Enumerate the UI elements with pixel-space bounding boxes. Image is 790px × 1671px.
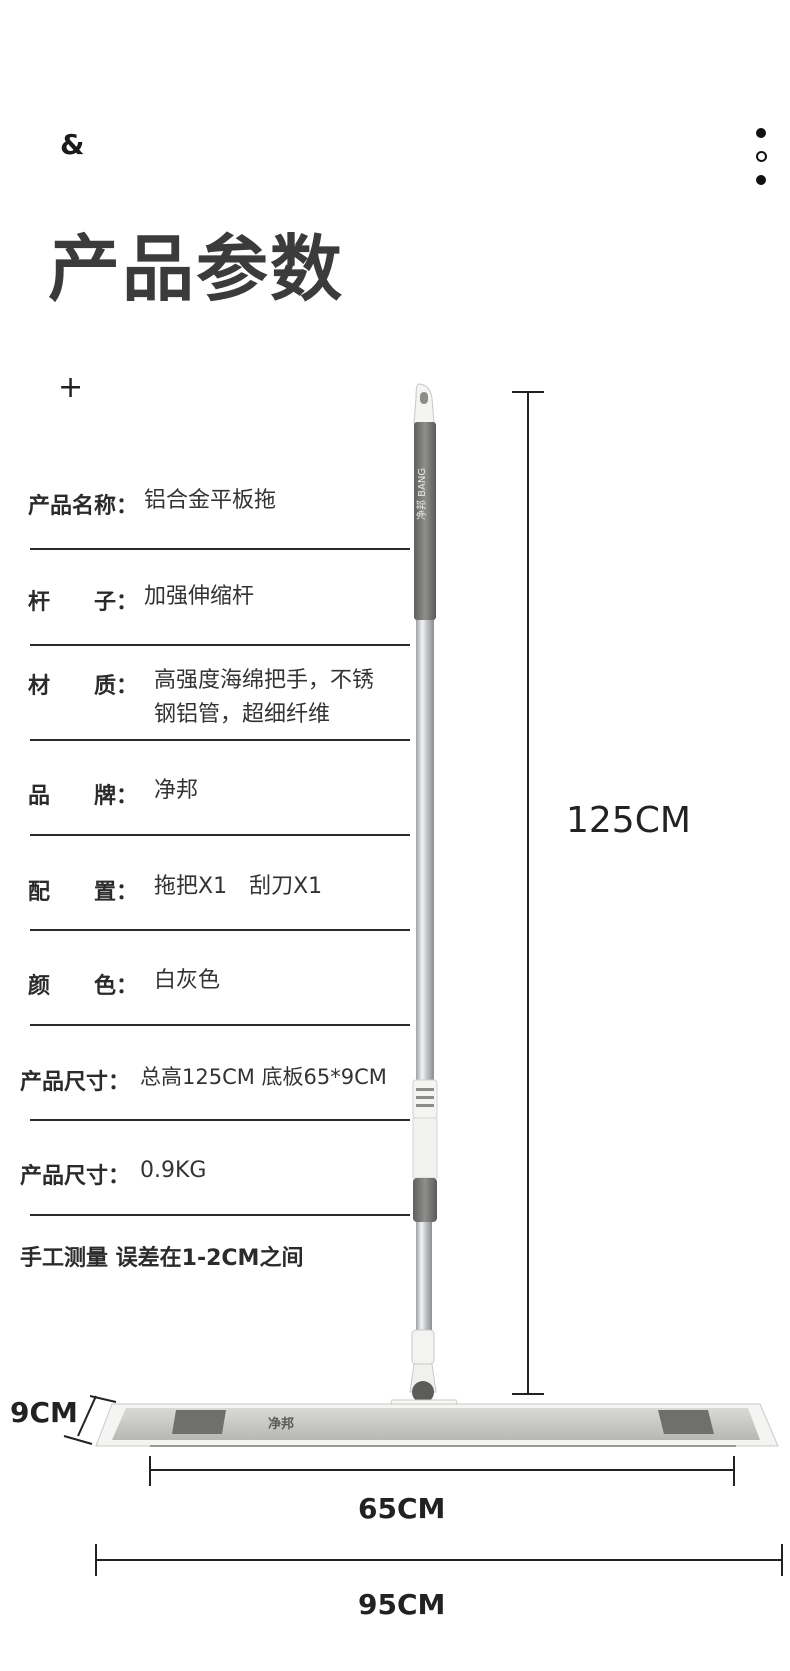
divider <box>30 739 410 741</box>
base-brand: 净邦 <box>268 1416 294 1432</box>
full-length-label: 95CM <box>358 1588 446 1621</box>
spec-label: 配 置： <box>28 880 139 905</box>
spec-value: 白灰色 <box>154 968 221 993</box>
divider <box>30 644 410 646</box>
divider <box>30 834 410 836</box>
full-length-dimension <box>95 1544 783 1576</box>
mop-base <box>95 1403 779 1447</box>
spec-label: 颜 色： <box>28 974 139 999</box>
spec-label: 产品尺寸： <box>20 1070 131 1095</box>
spec-value: 拖把X1 刮刀X1 <box>154 874 323 899</box>
spec-label: 杆 子： <box>28 590 139 615</box>
divider <box>30 1024 410 1026</box>
measurement-note: 手工测量 误差在1-2CM之间 <box>20 1246 304 1271</box>
spec-value: 总高125CM 底板65*9CM <box>140 1065 387 1089</box>
spec-value: 铝合金平板拖 <box>144 488 277 513</box>
ampersand-mark: & <box>60 128 85 161</box>
spec-value-line2: 钢铝管，超细纤维 <box>154 702 331 727</box>
pagination-dots[interactable] <box>754 128 768 198</box>
divider <box>30 1119 410 1121</box>
swivel-joint <box>385 1329 463 1417</box>
page-title: 产品参数 <box>48 227 345 311</box>
base-length-label: 65CM <box>358 1492 446 1525</box>
dot-1[interactable] <box>756 128 766 138</box>
spec-value: 0.9KG <box>140 1158 207 1183</box>
spec-label: 材 质： <box>28 674 139 699</box>
plate-width-dimension <box>63 1395 117 1445</box>
height-label: 125CM <box>566 800 691 841</box>
plate-width-label: 9CM <box>10 1396 78 1429</box>
handle-brand: 净邦 BANG <box>415 468 428 520</box>
dot-2[interactable] <box>755 151 767 162</box>
divider <box>30 548 410 550</box>
divider <box>30 1214 410 1216</box>
divider <box>30 929 410 931</box>
spec-label: 产品尺寸： <box>20 1164 131 1189</box>
spec-label: 品 牌： <box>28 784 139 809</box>
plus-mark: + <box>58 370 84 405</box>
dot-3[interactable] <box>756 175 766 185</box>
height-dimension-line <box>512 391 544 1395</box>
base-length-dimension <box>149 1456 735 1486</box>
handle-grip <box>414 422 436 620</box>
spec-label: 产品名称： <box>28 494 139 519</box>
upper-tube <box>416 620 434 1080</box>
spec-value: 加强伸缩杆 <box>144 584 255 609</box>
handle-cap <box>413 383 435 425</box>
spec-value: 净邦 <box>154 778 199 803</box>
tube-coupling <box>412 1079 438 1222</box>
lower-tube <box>416 1222 432 1332</box>
spec-value: 高强度海绵把手，不锈 <box>154 668 375 693</box>
